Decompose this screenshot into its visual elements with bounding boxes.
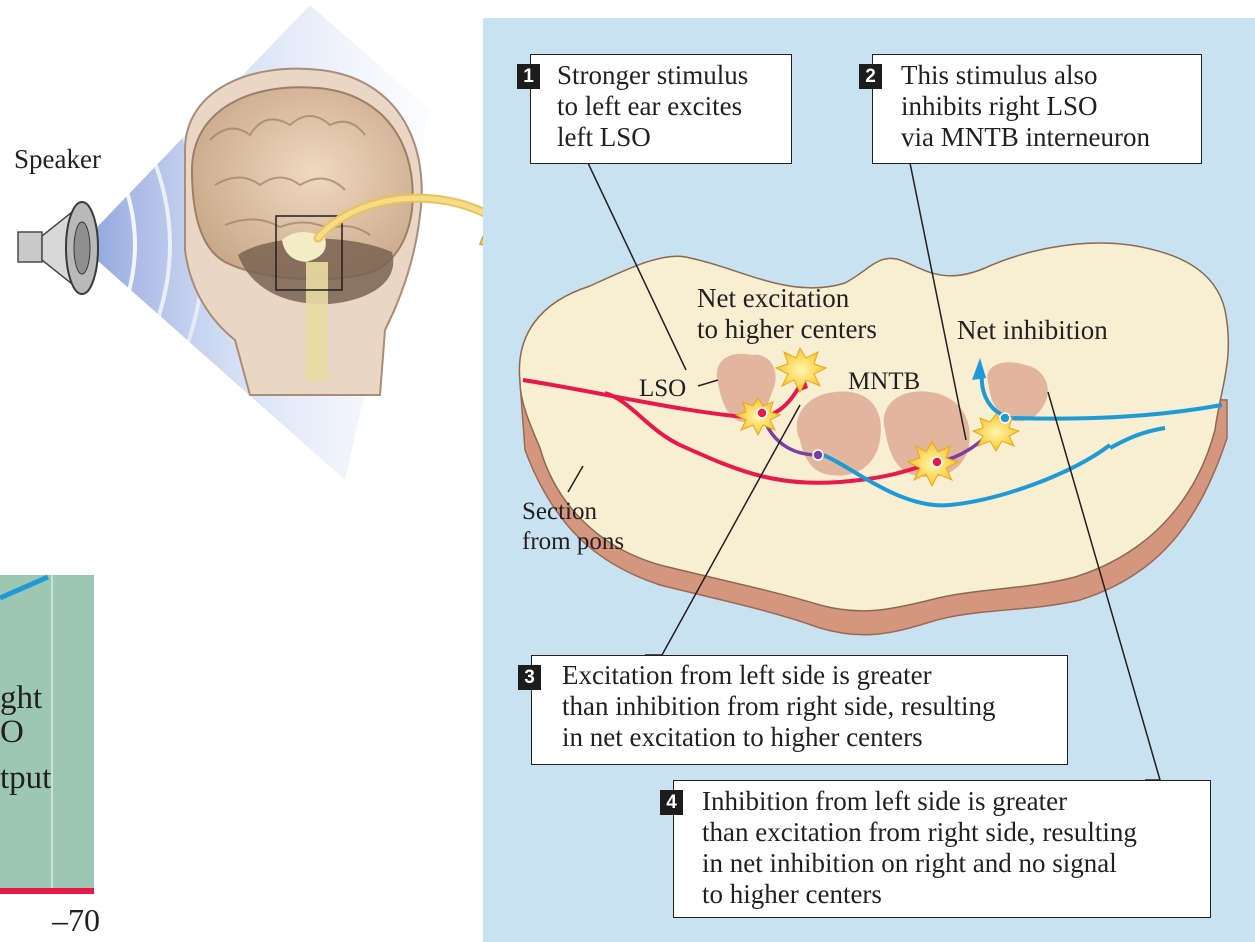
section-label-line: from pons (522, 527, 624, 557)
graph-label-line: tput (0, 760, 51, 796)
section-label-line: Section (522, 497, 624, 527)
step-1-text-line: left LSO (557, 122, 791, 153)
step-4-callout: 4 Inhibition from left side is greater t… (673, 780, 1211, 918)
step-2-text-line: via MNTB interneuron (901, 122, 1201, 153)
step-4-text-line: to higher centers (702, 879, 1210, 910)
step-1-text-line: Stronger stimulus (557, 60, 791, 91)
net-inhibition-label: Net inhibition (957, 315, 1108, 346)
step-2-number: 2 (859, 64, 882, 89)
speaker-icon (18, 202, 98, 294)
step-1-number: 1 (517, 64, 540, 89)
section-from-pons-label: Section from pons (522, 497, 624, 557)
speaker-label: Speaker (14, 144, 101, 175)
step-4-text-line: in net inhibition on right and no signal (702, 848, 1210, 879)
spinal-cord (306, 262, 328, 382)
net-excitation-line: to higher centers (697, 314, 877, 345)
lso-label: LSO (639, 373, 686, 404)
step-3-number: 3 (518, 665, 541, 690)
step-1-callout: 1 Stronger stimulus to left ear excites … (530, 54, 792, 164)
net-excitation-line: Net excitation (697, 283, 877, 314)
step-3-callout: 3 Excitation from left side is greater t… (531, 655, 1068, 765)
step-4-number: 4 (660, 790, 683, 815)
step-2-callout: 2 This stimulus also inhibits right LSO … (872, 54, 1202, 164)
net-excitation-label: Net excitation to higher centers (697, 283, 877, 345)
step-3-text-line: in net excitation to higher centers (562, 722, 1067, 753)
step-1-text-line: to left ear excites (557, 91, 791, 122)
graph-tick-label: –70 (52, 902, 100, 938)
mntb-label: MNTB (848, 366, 920, 397)
step-3-text-line: than inhibition from right side, resulti… (562, 691, 1067, 722)
step-4-text-line: Inhibition from left side is greater (702, 786, 1210, 817)
graph-label-line: ght (0, 680, 42, 716)
graph-label-line: O (0, 714, 24, 750)
step-2-text-line: This stimulus also (901, 60, 1201, 91)
step-4-text-line: than excitation from right side, resulti… (702, 817, 1210, 848)
step-2-text-line: inhibits right LSO (901, 91, 1201, 122)
step-3-text-line: Excitation from left side is greater (562, 660, 1067, 691)
